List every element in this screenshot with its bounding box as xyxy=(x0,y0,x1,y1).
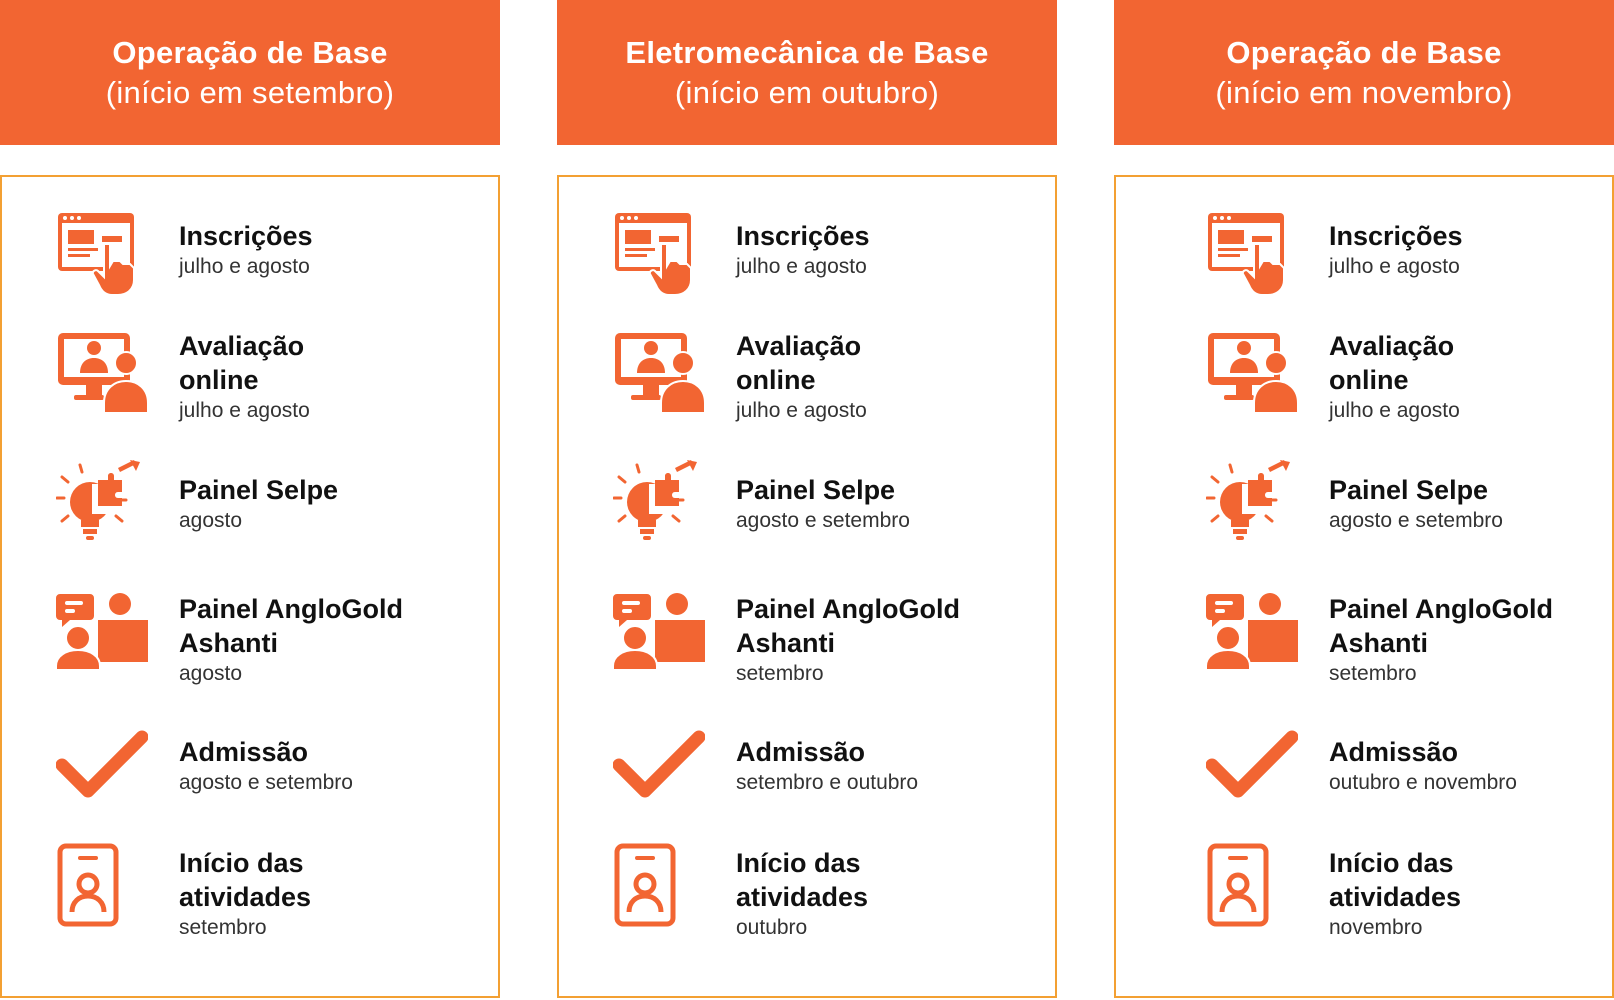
checkmark-icon xyxy=(56,721,148,813)
step-title: online xyxy=(736,365,816,395)
interview-panel-icon xyxy=(1206,586,1298,678)
online-registration-icon xyxy=(613,209,705,301)
column-steps: Inscrições julho e agosto Avaliação onli… xyxy=(557,175,1057,998)
step-date: julho e agosto xyxy=(1329,255,1460,278)
step-title: Avaliação xyxy=(736,331,862,361)
step-title: atividades xyxy=(179,882,312,912)
online-assessment-icon xyxy=(56,329,148,421)
step-title: Painel AngloGold xyxy=(736,594,961,624)
step-title: atividades xyxy=(736,882,869,912)
column-title: Operação de Base xyxy=(1226,34,1502,70)
step-title: Inscrições xyxy=(736,221,870,251)
online-assessment-icon xyxy=(1206,329,1298,421)
interview-panel-icon xyxy=(56,586,148,678)
step-date: agosto e setembro xyxy=(1329,509,1503,532)
step-title: Admissão xyxy=(1329,737,1459,767)
step-title: Inscrições xyxy=(179,221,313,251)
step-title: Avaliação xyxy=(1329,331,1455,361)
step-title: Painel AngloGold xyxy=(1329,594,1554,624)
step-title: Painel Selpe xyxy=(1329,475,1489,505)
step-date: outubro xyxy=(736,916,808,939)
column-subtitle: (início em outubro) xyxy=(674,74,940,110)
column-steps: Inscrições julho e agosto Avaliação onli… xyxy=(0,175,500,998)
step-date: setembro xyxy=(1329,662,1417,685)
step-date: setembro xyxy=(736,662,824,685)
column-steps: Inscrições julho e agosto Avaliação onli… xyxy=(1114,175,1614,998)
step-date: julho e agosto xyxy=(179,255,310,278)
step-title: Início das xyxy=(736,848,861,878)
step-date: agosto xyxy=(179,509,243,532)
checkmark-icon xyxy=(1206,721,1298,813)
lightbulb-puzzle-icon xyxy=(56,458,148,550)
step-title: online xyxy=(1329,365,1409,395)
id-badge-icon xyxy=(613,842,705,934)
online-assessment-icon xyxy=(613,329,705,421)
column-subtitle: (início em novembro) xyxy=(1215,74,1513,110)
step-date: novembro xyxy=(1329,916,1423,939)
step-title: Painel Selpe xyxy=(736,475,896,505)
step-date: outubro e novembro xyxy=(1329,771,1517,794)
column-title: Operação de Base xyxy=(112,34,388,70)
column-1: Operação de Base (início em setembro) In… xyxy=(0,0,500,1000)
step-date: julho e agosto xyxy=(736,399,867,422)
step-date: agosto xyxy=(179,662,243,685)
step-title: Painel Selpe xyxy=(179,475,339,505)
column-header: Operação de Base (início em setembro) xyxy=(0,0,500,145)
online-registration-icon xyxy=(1206,209,1298,301)
step-title: Painel AngloGold xyxy=(179,594,404,624)
step-title: Início das xyxy=(1329,848,1454,878)
step-title: Ashanti xyxy=(179,628,279,658)
column-title: Eletromecânica de Base xyxy=(625,34,989,70)
interview-panel-icon xyxy=(613,586,705,678)
id-badge-icon xyxy=(56,842,148,934)
step-date: julho e agosto xyxy=(1329,399,1460,422)
step-date: julho e agosto xyxy=(179,399,310,422)
column-header: Operação de Base (início em novembro) xyxy=(1114,0,1614,145)
step-title: Inscrições xyxy=(1329,221,1463,251)
column-2: Eletromecânica de Base (início em outubr… xyxy=(557,0,1057,1000)
step-title: Avaliação xyxy=(179,331,305,361)
step-title: Admissão xyxy=(736,737,866,767)
step-date: setembro xyxy=(179,916,267,939)
lightbulb-puzzle-icon xyxy=(1206,458,1298,550)
step-title: online xyxy=(179,365,259,395)
step-date: setembro e outubro xyxy=(736,771,919,794)
id-badge-icon xyxy=(1206,842,1298,934)
step-date: agosto e setembro xyxy=(736,509,910,532)
step-date: agosto e setembro xyxy=(179,771,353,794)
checkmark-icon xyxy=(613,721,705,813)
lightbulb-puzzle-icon xyxy=(613,458,705,550)
step-title: atividades xyxy=(1329,882,1462,912)
step-title: Início das xyxy=(179,848,304,878)
column-subtitle: (início em setembro) xyxy=(105,74,395,110)
column-header: Eletromecânica de Base (início em outubr… xyxy=(557,0,1057,145)
step-date: julho e agosto xyxy=(736,255,867,278)
step-title: Admissão xyxy=(179,737,309,767)
step-title: Ashanti xyxy=(1329,628,1429,658)
step-title: Ashanti xyxy=(736,628,836,658)
online-registration-icon xyxy=(56,209,148,301)
column-3: Operação de Base (início em novembro) In… xyxy=(1114,0,1614,1000)
